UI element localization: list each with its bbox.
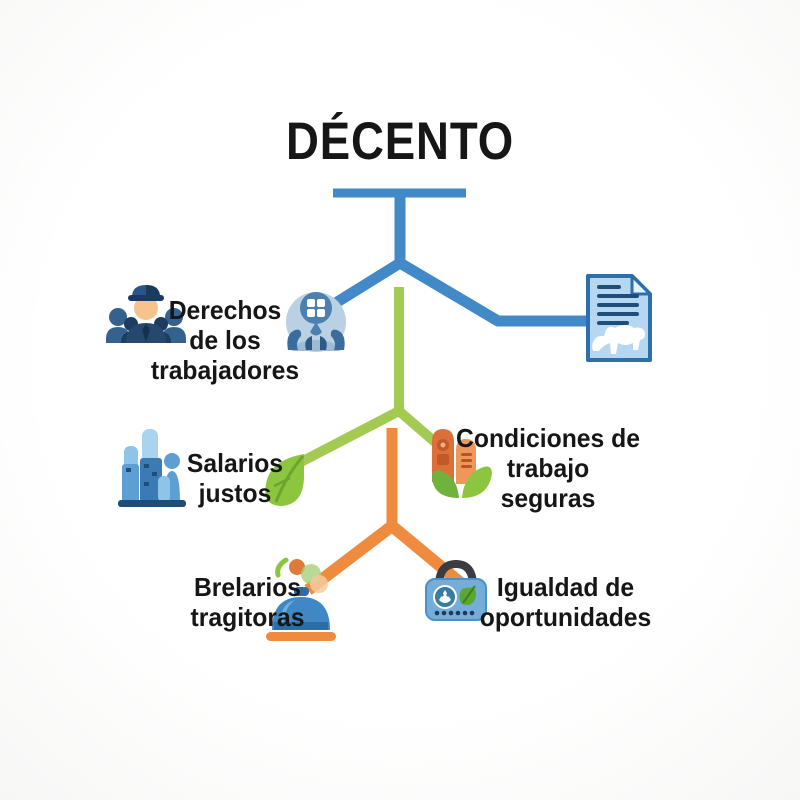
label-derechos: Derechos de los trabajadores [125,295,325,385]
label-line: Derechos [168,295,282,325]
label-brelarios: Brelarios tragitoras [160,572,336,632]
label-line: trabajadores [150,355,300,385]
document-icon [580,272,656,364]
label-line: seguras [500,483,596,513]
label-line: justos [198,478,272,508]
branch-blue-fork [331,257,594,327]
label-line: Salarios [186,448,284,478]
label-condiciones: Condiciones de trabajo seguras [453,423,643,513]
branch-orange-fork [304,520,467,595]
safety-equipment-icon [426,420,496,500]
leaf-icon [260,450,310,510]
label-line: Igualdad de [496,572,635,602]
label-line: trabajo [506,453,590,483]
label-line: tragitoras [190,602,305,632]
label-line: Condiciones de [456,423,640,453]
label-igualdad: Igualdad de oportunidades [473,572,658,632]
factory-icon [114,424,190,508]
page-title: DÉCENTO [285,112,515,171]
dome-platter-icon [264,548,340,644]
locked-bag-icon [424,556,488,622]
label-salarios: Salarios justos [154,448,316,508]
head-puzzle-icon [282,282,350,354]
label-line: de los [189,325,261,355]
label-line: Brelarios [193,572,302,602]
label-line: oportunidades [479,602,652,632]
workers-group-icon [104,281,188,353]
